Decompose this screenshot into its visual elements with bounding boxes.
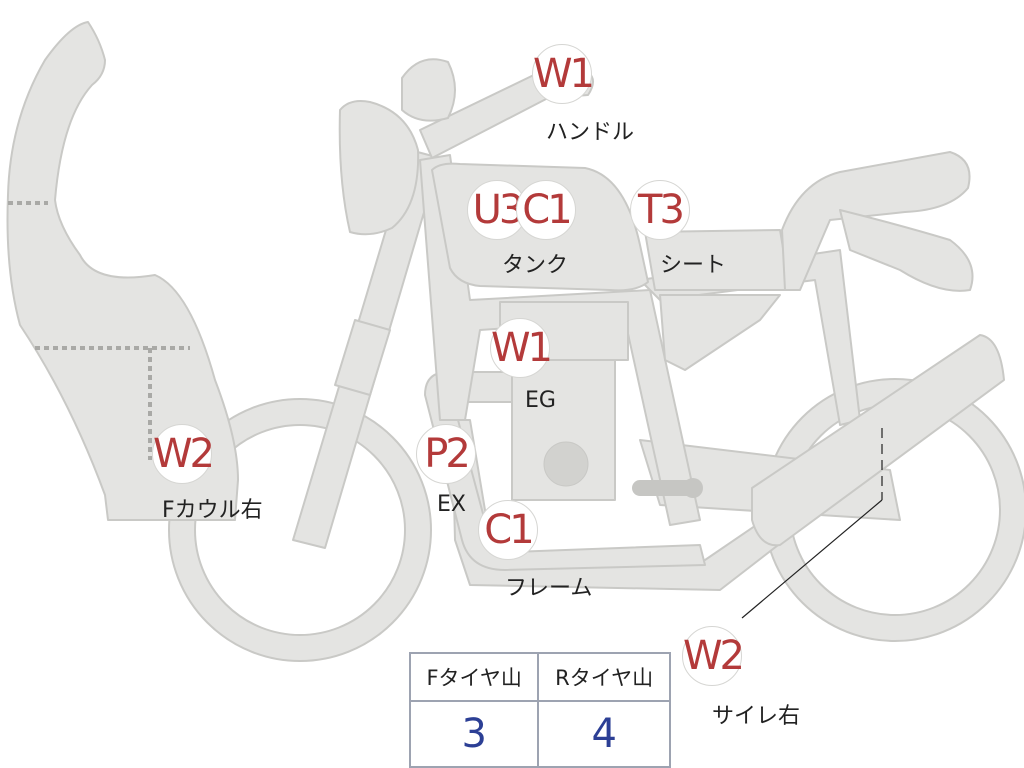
muffler-leader (741, 499, 883, 619)
engine-cover (543, 441, 589, 487)
rear-seat (781, 151, 971, 291)
fork-guard (334, 319, 391, 396)
mirror (401, 58, 456, 122)
rear-tire-value[interactable]: 4 (537, 700, 671, 768)
label-handle: ハンドル (546, 120, 635, 145)
marker-tank-c[interactable]: C1 (516, 180, 576, 240)
marker-frame[interactable]: C1 (478, 500, 538, 560)
label-tank: タンク (502, 253, 569, 278)
tail-cowl (839, 209, 974, 292)
front-tire-header: Fタイヤ山 (408, 652, 540, 702)
marker-exhaust[interactable]: P2 (416, 424, 476, 484)
front-wheel (168, 398, 432, 662)
rear-tire-header: Rタイヤ山 (537, 652, 671, 702)
label-frame: フレーム (505, 576, 593, 601)
front-tire-value[interactable]: 3 (408, 700, 540, 768)
marker-cowl[interactable]: W2 (152, 424, 215, 484)
tire-tread-table: Fタイヤ山 Rタイヤ山 3 4 (408, 652, 671, 768)
footpeg-knob (683, 478, 703, 498)
label-seat: シート (660, 253, 727, 278)
label-exhaust: EX (437, 492, 466, 517)
engine-block (511, 359, 616, 501)
side-panel (659, 294, 781, 371)
muffler (751, 334, 1005, 547)
marker-seat[interactable]: T3 (630, 180, 690, 240)
label-muffler: サイレ右 (712, 704, 801, 729)
marker-engine[interactable]: W1 (490, 318, 553, 378)
marker-muffler[interactable]: W2 (682, 626, 745, 686)
headlight (338, 100, 420, 236)
label-cowl: Fカウル右 (162, 498, 263, 523)
label-engine: EG (525, 388, 556, 413)
front-cowl (6, 21, 239, 521)
marker-handle[interactable]: W1 (532, 44, 595, 104)
